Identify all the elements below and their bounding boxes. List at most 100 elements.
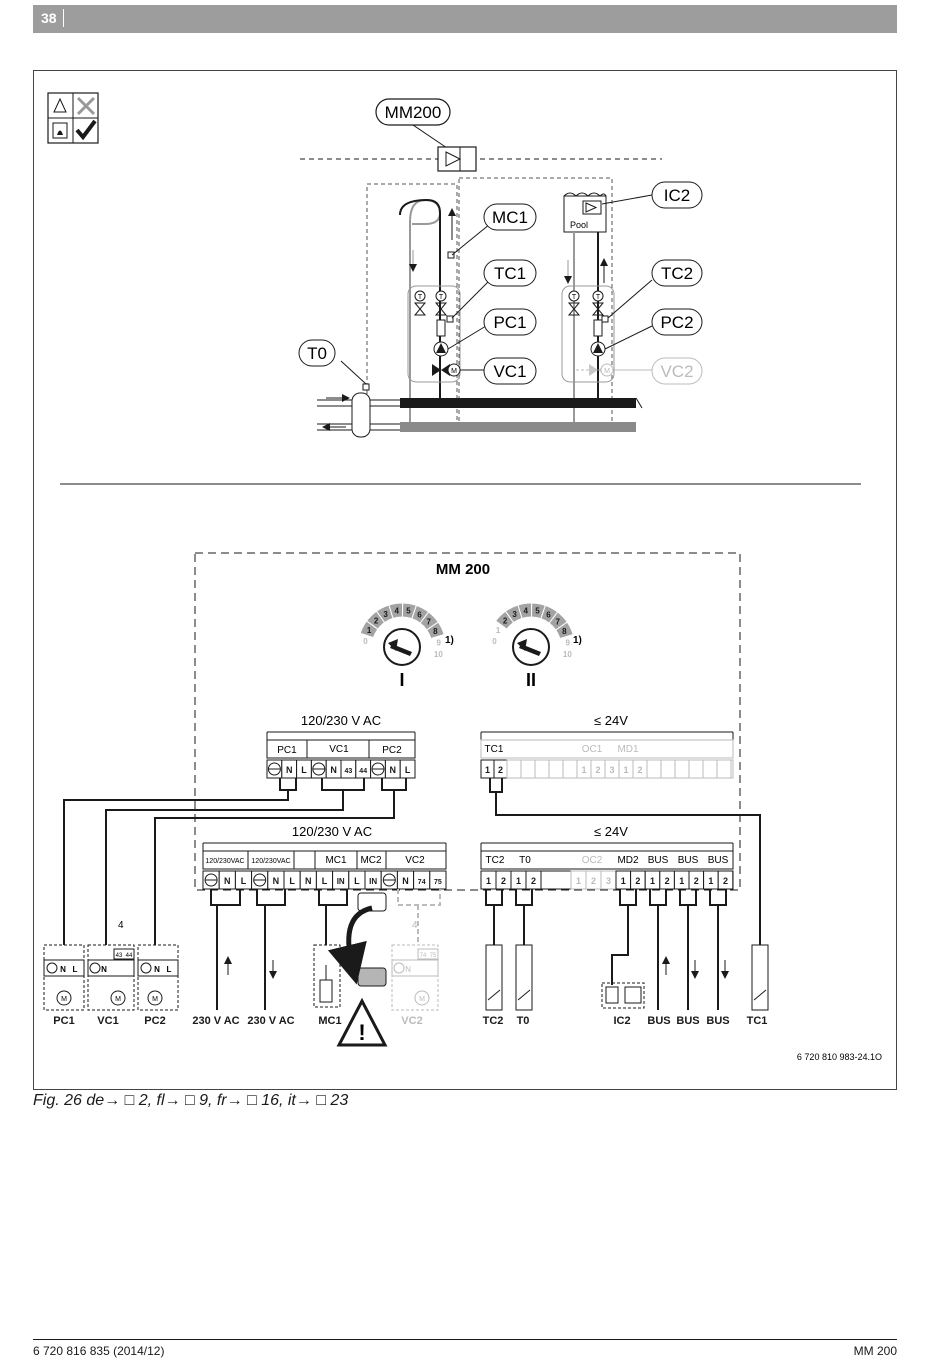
mm200-module: [437, 146, 477, 172]
dial-2-roman: II: [526, 670, 536, 690]
svg-text:T0: T0: [519, 855, 531, 866]
device-ic2: [601, 982, 645, 1009]
page-number: 38: [41, 10, 57, 26]
footer-rule: [33, 1339, 897, 1340]
svg-text:TC1: TC1: [494, 264, 526, 283]
check-icon: [75, 119, 97, 141]
footer-doc-number: 6 720 816 835 (2014/12): [33, 1344, 165, 1358]
part-number: 6 720 810 983-24.1O: [797, 1052, 882, 1062]
terminal-label: 1: [621, 876, 626, 886]
figure-number: Fig. 26: [33, 1092, 82, 1109]
system-icons: [47, 92, 99, 144]
terminal-label: 2: [637, 765, 642, 775]
circuit-2: Pool T T M: [561, 192, 615, 428]
svg-text:M: M: [604, 368, 610, 375]
bottom-label: TC2: [483, 1015, 504, 1027]
bottom-label: PC1: [53, 1015, 74, 1027]
svg-text:T: T: [596, 294, 601, 301]
bottom-label: TC1: [747, 1015, 768, 1027]
bottom-label: BUS: [706, 1015, 729, 1027]
device-vc1: 43 44 N M: [87, 944, 135, 1011]
device-vc2: 74 75 N M: [391, 944, 439, 1011]
terminal-label: 1: [581, 765, 586, 775]
flow-sensor-tc2: [593, 319, 603, 337]
terminal-cell: [399, 759, 416, 779]
wire-count-vc2: 4: [412, 920, 418, 931]
device-pc1: N L M: [43, 944, 85, 1011]
dial-number: 5: [535, 607, 540, 616]
terminal-cell: [646, 759, 662, 779]
dial-number: 4: [395, 606, 400, 615]
dial-number: 7: [427, 617, 432, 626]
footer-product: MM 200: [853, 1344, 897, 1358]
wiring-lines-faded: [397, 889, 441, 945]
device-mc1: [313, 944, 341, 1008]
bottom-label: PC2: [144, 1015, 165, 1027]
terminal-label: 1: [576, 876, 581, 886]
svg-text:TC2: TC2: [486, 855, 505, 866]
terminal-label: 1: [650, 876, 655, 886]
cross-icon: [76, 96, 96, 116]
terminal-label: L: [289, 876, 295, 886]
terminal-cell: [660, 759, 676, 779]
terminal-cell: [716, 759, 732, 779]
dial-number: 5: [406, 607, 411, 616]
terminal-label: 74: [418, 879, 426, 886]
svg-text:L: L: [167, 965, 172, 974]
svg-text:!: !: [358, 1020, 365, 1045]
terminal-label: N: [402, 876, 409, 886]
mixer-vc1: [432, 364, 450, 376]
terminal-label: 1: [516, 876, 521, 886]
bottom-label: T0: [517, 1015, 530, 1027]
hydraulic-separator: [351, 392, 371, 438]
svg-text:M: M: [152, 996, 158, 1003]
figure-frame: [33, 70, 897, 1090]
bottom-label: 230 V AC: [192, 1015, 239, 1027]
terminal-label: IN: [337, 877, 345, 886]
svg-text:120/230VAC: 120/230VAC: [205, 858, 244, 865]
terminal-label: 3: [609, 765, 614, 775]
bottom-label: MC1: [318, 1015, 341, 1027]
dial-1-roman: I: [399, 670, 404, 690]
terminal-cell: [525, 870, 542, 890]
terminal-cell: [674, 759, 690, 779]
hydraulic-callouts: MC1 TC1 PC1 VC1 IC2 TC2 PC2 VC2 T0: [298, 181, 703, 385]
terminal-label: IN: [369, 877, 377, 886]
mm200-label: MM200: [385, 103, 442, 122]
dial-number: 2: [503, 617, 508, 626]
terminal-label: N: [390, 765, 397, 775]
svg-text:MD2: MD2: [617, 855, 639, 866]
svg-text:L: L: [73, 965, 78, 974]
dial-number: 0: [363, 637, 368, 646]
dial-number: 10: [563, 650, 572, 659]
bottom-label: VC2: [401, 1015, 422, 1027]
dial-number: 3: [383, 610, 388, 619]
terminal-label: 1: [623, 765, 628, 775]
flow-pipe: [400, 398, 636, 408]
svg-text:BUS: BUS: [708, 855, 729, 866]
page-number-separator: [63, 9, 64, 27]
svg-text:120/230 V AC: 120/230 V AC: [292, 824, 372, 839]
dial-number: 6: [417, 610, 422, 619]
bottom-label: IC2: [613, 1015, 630, 1027]
svg-text:M: M: [115, 996, 121, 1003]
circuit-1: T T M: [399, 198, 461, 428]
svg-text:VC2: VC2: [660, 362, 693, 381]
dial-pointer-icon: [388, 639, 398, 651]
dial-number: 2: [374, 617, 379, 626]
svg-text:PC1: PC1: [493, 313, 526, 332]
terminal-label: 43: [345, 768, 353, 775]
terminal-label: 2: [498, 765, 503, 775]
terminal-label: N: [330, 765, 337, 775]
svg-text:BUS: BUS: [678, 855, 699, 866]
terminal-cell: [702, 759, 718, 779]
wire-count-vc1: 4: [118, 920, 124, 931]
svg-text:M: M: [451, 368, 457, 375]
svg-text:TC2: TC2: [661, 264, 693, 283]
mm200-callout: MM200: [375, 98, 451, 151]
flow-sensor-tc1: [436, 319, 446, 337]
terminal-cell: [688, 759, 704, 779]
bottom-label: VC1: [97, 1015, 118, 1027]
